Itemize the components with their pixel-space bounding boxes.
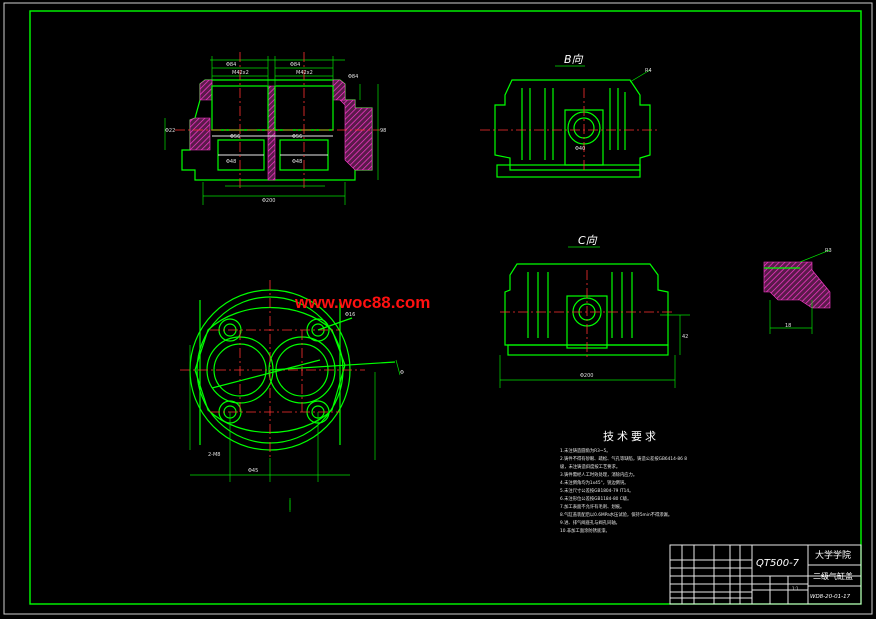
svg-text:Φ84: Φ84 — [348, 74, 358, 80]
front-section-view: Φ84 Φ84 M42x2 M42x2 Φ56 Φ56 Φ48 Φ48 Φ200… — [164, 52, 386, 205]
technical-requirements: 技术要求 1.未注铸造圆角为R3~5。 2.铸件不得有砂眼、疏松、气孔等缺陷，铸… — [560, 430, 687, 534]
top-view: 2-M8 Φ16 Φ Φ45 — [180, 280, 404, 510]
title-block: QT500-7 大学学院 二级气缸盖 WD8-20-01-17 1:1 — [669, 544, 862, 605]
tech-line: 10.非加工面涂防锈底漆。 — [560, 527, 610, 534]
svg-text:Φ200: Φ200 — [580, 373, 593, 379]
svg-text:R3: R3 — [825, 248, 832, 254]
tech-line: 1.未注铸造圆角为R3~5。 — [560, 447, 611, 454]
svg-text:Φ84: Φ84 — [290, 62, 300, 68]
sheet-inner-border — [29, 10, 862, 605]
tech-line: 9.进、排气阀座孔与阀孔同轴。 — [560, 519, 620, 526]
c-view: C向 Φ200 42 — [499, 234, 690, 388]
svg-text:Φ48: Φ48 — [226, 159, 236, 165]
svg-text:42: 42 — [682, 334, 688, 340]
svg-text:Φ56: Φ56 — [230, 134, 240, 140]
svg-text:Φ45: Φ45 — [248, 468, 258, 474]
tech-line: 7.加工表面不允许有毛刺、划痕。 — [560, 503, 624, 510]
svg-text:Φ16: Φ16 — [345, 312, 355, 318]
organization-label: 大学学院 — [815, 549, 851, 561]
tech-line: 6.未注形位公差按GB1184-80 C级。 — [560, 495, 631, 502]
watermark-text: www.woc88.com — [294, 293, 430, 312]
tech-line: 2.铸件不得有砂眼、疏松、气孔等缺陷，铸造公差按GB6414-86 8 — [560, 455, 687, 462]
svg-text:Φ40: Φ40 — [575, 146, 585, 152]
svg-text:M42x2: M42x2 — [232, 70, 249, 76]
tech-line: 5.未注尺寸公差按GB1804-79 IT14。 — [560, 487, 633, 494]
svg-text:R4: R4 — [645, 68, 652, 74]
svg-text:18: 18 — [785, 323, 791, 329]
part-name-label: 二级气缸盖 — [813, 571, 853, 581]
c-view-label: C向 — [578, 234, 598, 247]
svg-text:Φ22: Φ22 — [165, 128, 175, 134]
material-label: QT500-7 — [756, 558, 800, 569]
sheet-outer-border — [3, 2, 873, 615]
tech-line: 3.铸件需经人工时效处理，消除内应力。 — [560, 471, 637, 478]
svg-text:Φ56: Φ56 — [292, 134, 302, 140]
svg-text:Φ84: Φ84 — [226, 62, 236, 68]
svg-text:Φ200: Φ200 — [262, 198, 275, 204]
svg-text:2-M8: 2-M8 — [208, 452, 220, 458]
drawing-number-label: WD8-20-01-17 — [810, 594, 851, 600]
scale-label: 1:1 — [792, 586, 799, 591]
b-view: B向 R4 Φ40 — [480, 53, 660, 178]
svg-text:Φ: Φ — [400, 370, 404, 376]
tech-line: 8.气缸盖装配后以0.6MPa水压试验，保持5min不得渗漏。 — [560, 511, 672, 518]
svg-text:M42x2: M42x2 — [296, 70, 313, 76]
tech-line: 4.未注倒角均为1x45°，锐边倒钝。 — [560, 479, 629, 486]
svg-text:Φ48: Φ48 — [292, 159, 302, 165]
detail-section: 18 R3 — [763, 248, 832, 334]
svg-text:98: 98 — [380, 128, 386, 134]
tech-line: 级，未注铸造斜度按工艺要求。 — [560, 463, 620, 470]
b-view-label: B向 — [564, 53, 584, 66]
tech-requirements-title: 技术要求 — [603, 430, 659, 443]
